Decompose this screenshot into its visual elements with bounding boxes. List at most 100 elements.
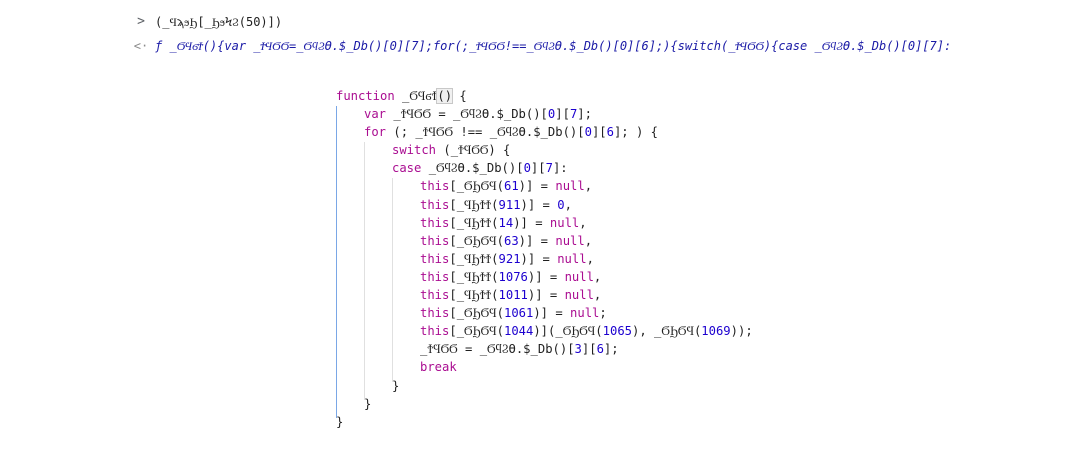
code-line[interactable]: case _ϬϥϨϴ.$_Db()[0][7]: (336, 159, 753, 177)
code-token: null (570, 306, 600, 321)
code-line[interactable]: this[_ϬϦϬϤ(1061)] = null; (336, 304, 753, 322)
code-token: , (586, 251, 594, 266)
code-token: 63 (503, 233, 519, 248)
code-token: ]; (603, 342, 619, 357)
code-line[interactable]: function _ϬϤϭϮ() { (336, 87, 753, 105)
code-token: _ϮϤϬϬ = _ϬϥϨϴ.$_Db()[ (420, 342, 575, 357)
code-token: )] = (518, 233, 556, 248)
code-line[interactable]: this[_ϤϦϮϮ(14)] = null, (336, 214, 753, 232)
code-token: )] = (527, 269, 565, 284)
code-line[interactable]: _ϮϤϬϬ = _ϬϥϨϴ.$_Db()[3][6]; (336, 340, 753, 358)
function-marker-icon: ƒ (155, 39, 163, 53)
code-token: [_ϤϦϮϮ( (449, 197, 499, 212)
code-line[interactable]: this[_ϤϦϮϮ(1011)] = null, (336, 286, 753, 304)
code-token: )] = (518, 179, 556, 194)
code-token: for (364, 125, 387, 140)
code-token: } (364, 396, 372, 411)
code-line[interactable]: } (336, 413, 753, 431)
code-token: [_ϬϦϬϤ( (449, 233, 504, 248)
code-token: this (420, 306, 450, 321)
code-token: switch (392, 143, 437, 158)
code-token: 1011 (498, 288, 528, 303)
code-token: 14 (498, 215, 514, 230)
code-token: 3 (574, 342, 582, 357)
code-token: break (420, 360, 457, 375)
code-token: , (584, 179, 593, 194)
code-token: _ϮϤϬϬ = _ϬϥϨϴ.$_Db()[ (386, 107, 548, 122)
code-token: 61 (503, 179, 519, 194)
code-token: [_ϤϦϮϮ( (449, 215, 499, 230)
code-token: (_ϮϤϬϬ) { (436, 143, 511, 158)
code-token: null (549, 215, 580, 230)
indent-guide-level-3 (392, 178, 393, 382)
code-token: this (420, 197, 450, 212)
code-token: [_ϤϦϮϮ( (449, 251, 499, 266)
code-token: this (420, 269, 450, 284)
code-line[interactable]: switch (_ϮϤϬϬ) { (336, 141, 753, 159)
code-line[interactable]: this[_ϤϦϮϮ(921)] = null, (336, 250, 753, 268)
code-token: [_ϤϦϮϮ( (449, 288, 499, 303)
code-line[interactable]: break (336, 358, 753, 376)
code-line[interactable]: this[_ϬϦϬϤ(61)] = null, (336, 177, 753, 195)
code-token: ][ (555, 107, 570, 122)
code-token: this (420, 233, 450, 248)
code-token: this (420, 251, 450, 266)
code-line[interactable]: for (; _ϮϤϬϬ !== _ϬϥϨϴ.$_Db()[0][6]; ) { (336, 123, 753, 141)
code-token: this (420, 324, 450, 339)
code-line[interactable]: } (336, 377, 753, 395)
console-result-row[interactable]: <· ƒ _ϬϤϭϮ(){var _ϮϤϬϬ=_ϬϥϨϴ.$_Db()[0][7… (0, 35, 1066, 57)
code-token: 1065 (602, 324, 632, 339)
code-token: ][ (581, 342, 597, 357)
code-token: _ϬϤϭϮ (394, 89, 438, 103)
code-token: , (579, 215, 587, 230)
code-token: 1044 (503, 324, 534, 339)
code-line[interactable]: this[_ϬϦϬϤ(63)] = null, (336, 232, 753, 250)
result-arrow-icon: <· (133, 39, 149, 53)
code-token: )] = (520, 197, 558, 212)
code-token: null (564, 269, 594, 284)
code-token: ][ (591, 125, 607, 140)
code-token: )] = (520, 251, 558, 266)
code-line[interactable]: this[_ϤϦϮϮ(911)] = 0, (336, 196, 753, 214)
code-token: (; _ϮϤϬϬ !== _ϬϥϨϴ.$_Db()[ (386, 125, 585, 140)
code-token: case (392, 161, 422, 176)
code-token: _ϬϥϨϴ.$_Db()[ (421, 161, 524, 176)
code-token: this (420, 179, 450, 194)
console-input-row[interactable]: > (_ϤϡϧϦ[_ϦϧϞϨ(50)]) (0, 11, 1066, 33)
code-token: null (557, 251, 587, 266)
code-token: } (336, 414, 344, 429)
code-token: ), _ϬϦϬϤ( (632, 324, 702, 339)
code-token: ]; ) { (613, 125, 658, 140)
code-token: } (392, 378, 400, 393)
result-content: ƒ _ϬϤϭϮ(){var _ϮϤϬϬ=_ϬϥϨϴ.$_Db()[0][7];f… (155, 35, 951, 57)
code-line[interactable]: this[_ϤϦϮϮ(1076)] = null, (336, 268, 753, 286)
code-token: 7 (545, 161, 553, 176)
code-token: ]: (552, 161, 568, 176)
indent-guide-level-1 (336, 106, 337, 418)
code-token: 6 (596, 342, 604, 357)
code-token: null (564, 288, 594, 303)
code-line[interactable]: this[_ϬϦϬϤ(1044)](_ϬϦϬϤ(1065), _ϬϦϬϤ(106… (336, 322, 753, 340)
code-token: )](_ϬϦϬϤ( (533, 324, 603, 339)
code-token: var (364, 107, 387, 122)
code-token: ]; (577, 107, 592, 122)
function-preview[interactable]: _ϬϤϭϮ(){var _ϮϤϬϬ=_ϬϥϨϴ.$_Db()[0][7];for… (169, 39, 952, 53)
code-token: , (593, 288, 602, 303)
code-token: function (336, 89, 395, 103)
function-source-view[interactable]: function _ϬϤϭϮ() {var _ϮϤϬϬ = _ϬϥϨϴ.$_Db… (336, 87, 753, 431)
code-token: 1061 (503, 306, 534, 321)
code-token: 0 (584, 125, 592, 140)
code-token: )] = (527, 288, 565, 303)
code-token: 921 (498, 251, 521, 266)
code-token: 0 (523, 161, 531, 176)
code-token: , (564, 197, 572, 212)
code-token: 911 (498, 197, 521, 212)
code-token: null (555, 179, 585, 194)
indent-guide-level-2 (364, 142, 365, 400)
console-input-expression[interactable]: (_ϤϡϧϦ[_ϦϧϞϨ(50)]) (155, 15, 283, 29)
code-token: , (584, 233, 593, 248)
code-line[interactable]: var _ϮϤϬϬ = _ϬϥϨϴ.$_Db()[0][7]; (336, 105, 753, 123)
code-line[interactable]: } (336, 395, 753, 413)
code-token: () (436, 88, 454, 104)
code-token: )] = (513, 215, 550, 230)
